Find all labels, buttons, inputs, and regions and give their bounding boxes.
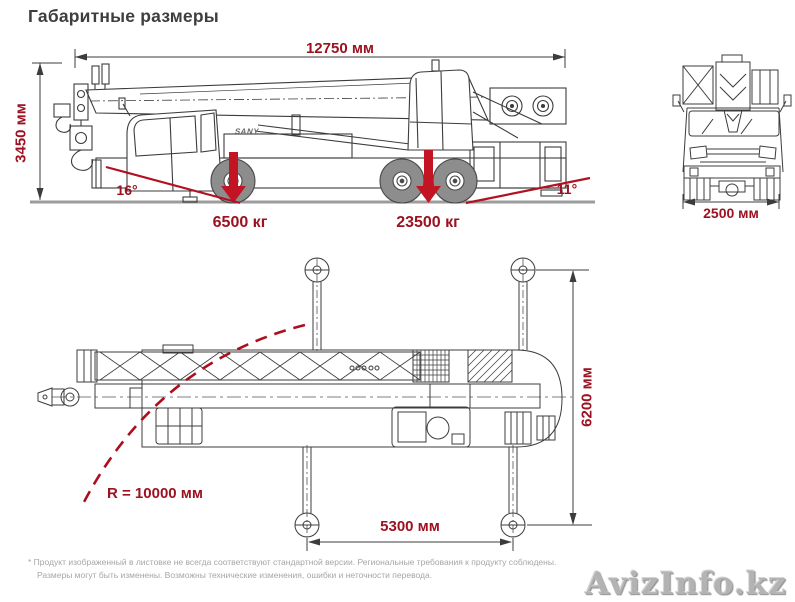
axle-load-arrows	[221, 150, 441, 203]
departure-angle-label: 11°	[556, 181, 578, 197]
top-view-dimensions	[306, 269, 592, 551]
overall-length-label: 12750 мм	[305, 40, 375, 57]
watermark: AvizInfo.kz	[585, 566, 787, 602]
brand-logo: SANY	[233, 127, 261, 136]
front-axle-load-label: 6500 кг	[212, 214, 268, 231]
rear-axle-load-label: 23500 кг	[396, 214, 460, 231]
footnote-line-1: * Продукт изображенный в листовке не все…	[28, 557, 557, 567]
page-title: Габаритные размеры	[28, 6, 219, 26]
approach-angle-label: 16°	[116, 182, 138, 198]
turning-radius-arc	[82, 323, 306, 503]
outrigger-base-label: 5300 мм	[380, 518, 440, 535]
ramp-angle-lines	[105, 165, 591, 205]
top-view-drawing	[37, 257, 572, 538]
side-view-drawing	[53, 59, 567, 204]
footnote-line-2: Размеры могут быть изменены. Возможны те…	[37, 570, 433, 580]
overall-width-label: 2500 мм	[703, 205, 759, 221]
outrigger-span-label: 6200 мм	[578, 367, 596, 427]
front-view-dimension	[682, 194, 780, 209]
turning-radius-label: R = 10000 мм	[107, 485, 203, 502]
side-view-dimension-lines	[32, 49, 566, 200]
footnote: * Продукт изображенный в листовке не все…	[28, 556, 568, 582]
overall-height-label: 3450 мм	[12, 103, 30, 163]
front-view-drawing	[672, 54, 792, 201]
